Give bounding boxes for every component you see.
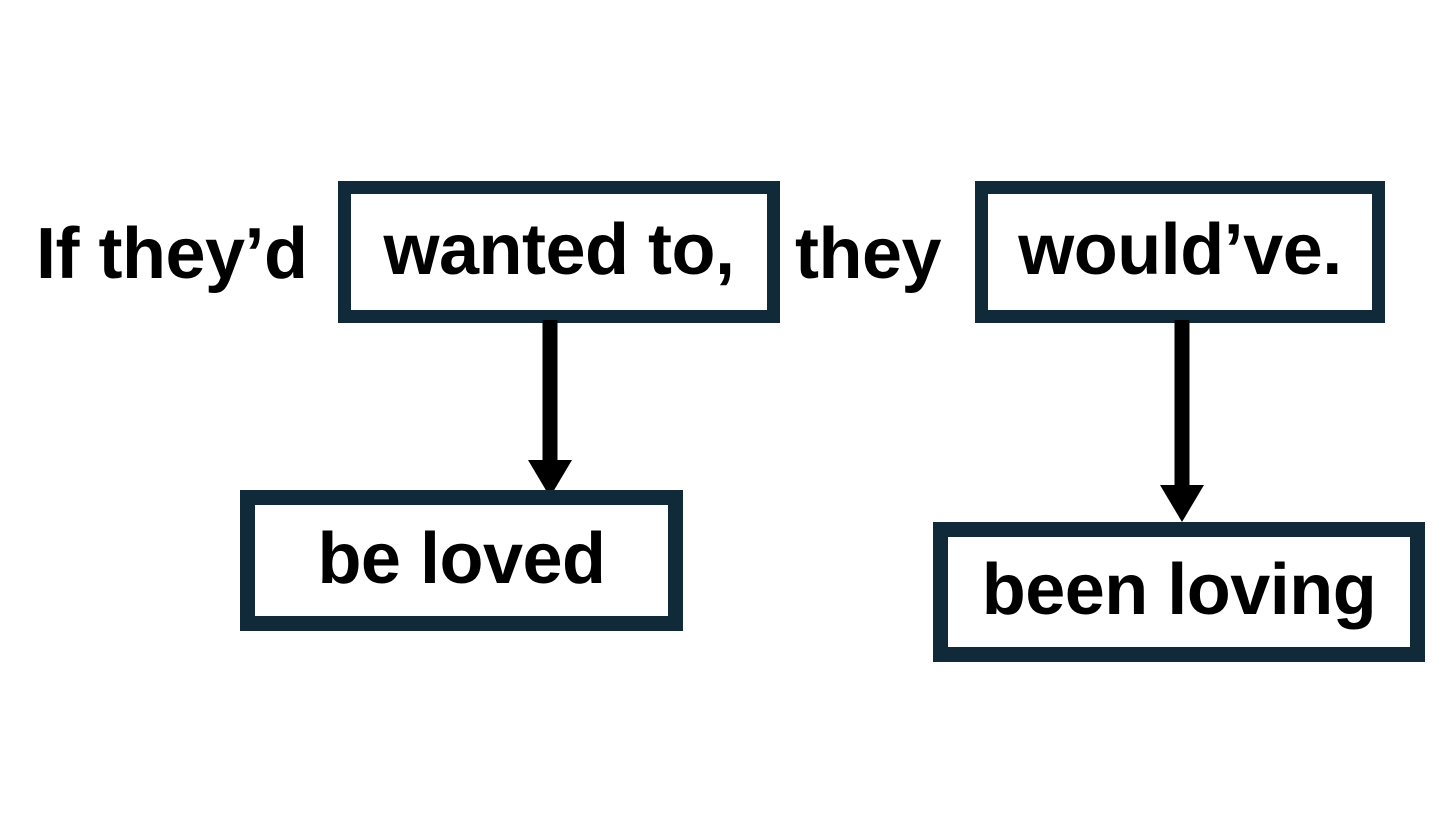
constituent-box-been-loving-label: been loving — [981, 550, 1377, 630]
constituent-box-wouldve-label: would’ve. — [1018, 210, 1342, 290]
constituent-box-wanted-to[interactable]: wanted to, — [338, 181, 780, 323]
lead-word-if-theyd: If they’d — [36, 214, 308, 294]
arrow-wouldve-to-been-loving — [1152, 320, 1212, 525]
constituent-box-be-loved[interactable]: be loved — [240, 490, 683, 631]
constituent-box-be-loved-label: be loved — [317, 518, 606, 599]
constituent-box-wouldve[interactable]: would’ve. — [975, 181, 1385, 323]
constituent-box-wanted-to-label: wanted to, — [383, 210, 736, 290]
arrow-wanted-to-to-be-loved — [520, 320, 580, 500]
constituent-box-been-loving[interactable]: been loving — [933, 522, 1425, 662]
lead-word-they: they — [795, 214, 942, 294]
